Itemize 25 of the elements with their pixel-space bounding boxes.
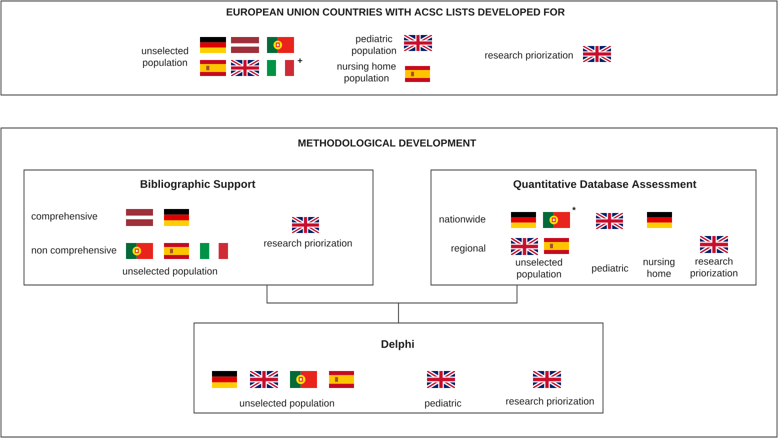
connector-line [398, 285, 518, 323]
panel-heading: METHODOLOGICAL DEVELOPMENT [298, 139, 476, 147]
footnote-mark: + [298, 58, 302, 63]
category-label: unselected population [142, 47, 188, 68]
category-label: research priorization [485, 51, 573, 61]
category-label: research priorization [506, 397, 594, 407]
panel-heading: EUROPEAN UNION COUNTRIES WITH ACSC LISTS DEVELOPED FOR [226, 8, 565, 16]
category-label: pediatric [592, 264, 628, 274]
category-label: nursing home population [337, 62, 396, 84]
category-label: unselected population [240, 399, 334, 409]
category-label: research priorization [264, 239, 352, 249]
box-heading: Bibliographic Support [140, 180, 256, 190]
category-label: unselected population [122, 267, 218, 277]
row-label: comprehensive [32, 212, 98, 222]
category-label: pediatric population [352, 35, 396, 56]
row-label: non comprehensive [32, 246, 116, 256]
category-label: nursing home [644, 258, 674, 277]
category-label: pediatric [425, 399, 462, 409]
box-heading: Delphi [382, 340, 414, 350]
category-label: unselected population [516, 258, 562, 280]
row-label: nationwide [440, 215, 486, 223]
box-heading: Quantitative Database Assessment [514, 180, 696, 190]
category-label: research priorization [690, 258, 738, 278]
footnote-mark: * [572, 206, 576, 210]
row-label: regional [452, 244, 486, 254]
